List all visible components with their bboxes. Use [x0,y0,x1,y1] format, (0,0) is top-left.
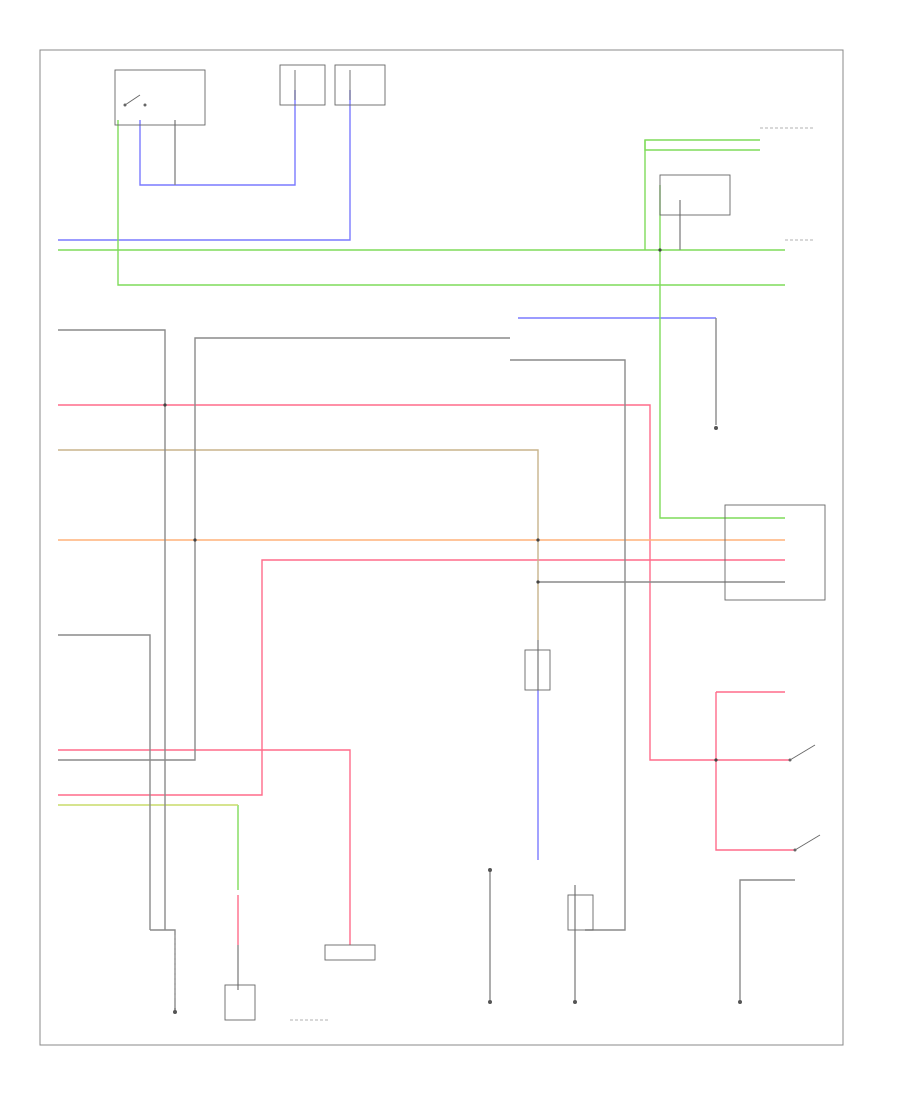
wire-green-2 [117,120,785,286]
switch-right-1 [789,744,816,761]
fuse-block-2 [334,64,386,106]
wire-gray-4 [510,359,626,931]
wire-tan [58,449,539,640]
ground-symbol-1 [173,1008,177,1014]
component-box-top-left [114,69,206,126]
wire-blue-long [58,90,351,241]
switch-blade-top-left [124,94,141,106]
component-box-bottom-center [324,944,376,961]
ecm-connector-box [724,504,826,601]
wire-red-3 [58,749,351,945]
wire-gray-1 [58,329,166,930]
switch-right-1-contact [788,758,792,762]
wire-green-4 [659,185,785,519]
wire-gray-3 [58,634,151,930]
ground-symbol-6 [714,426,718,430]
component-box-top-right [659,174,731,216]
wire-green-5 [644,140,760,151]
diagram-border [39,49,844,1046]
switch-right-2-contact [793,848,797,852]
wire-green-3 [644,139,760,250]
ground-symbol-5 [488,868,492,872]
fuse-block-1 [279,64,326,106]
wire-gray-11 [739,879,795,1000]
switch-right-2 [794,834,821,851]
switch-contact-1 [123,103,127,107]
ground-symbol-3 [573,1000,577,1004]
splice-dots [163,248,718,762]
component-box-bottom-left [224,984,256,1021]
ground-symbol-4 [738,1000,742,1004]
sensor-box-center [524,649,551,691]
wire-blue-top-left [139,90,296,186]
sensor-box-lower [567,894,594,931]
switch-contact-2 [143,103,147,107]
wire-red-5 [715,692,795,851]
wire-gray-2 [58,337,510,761]
wire-gray-7 [150,929,176,1010]
wire-red-2 [58,559,785,796]
ground-symbol-2 [488,1000,492,1004]
